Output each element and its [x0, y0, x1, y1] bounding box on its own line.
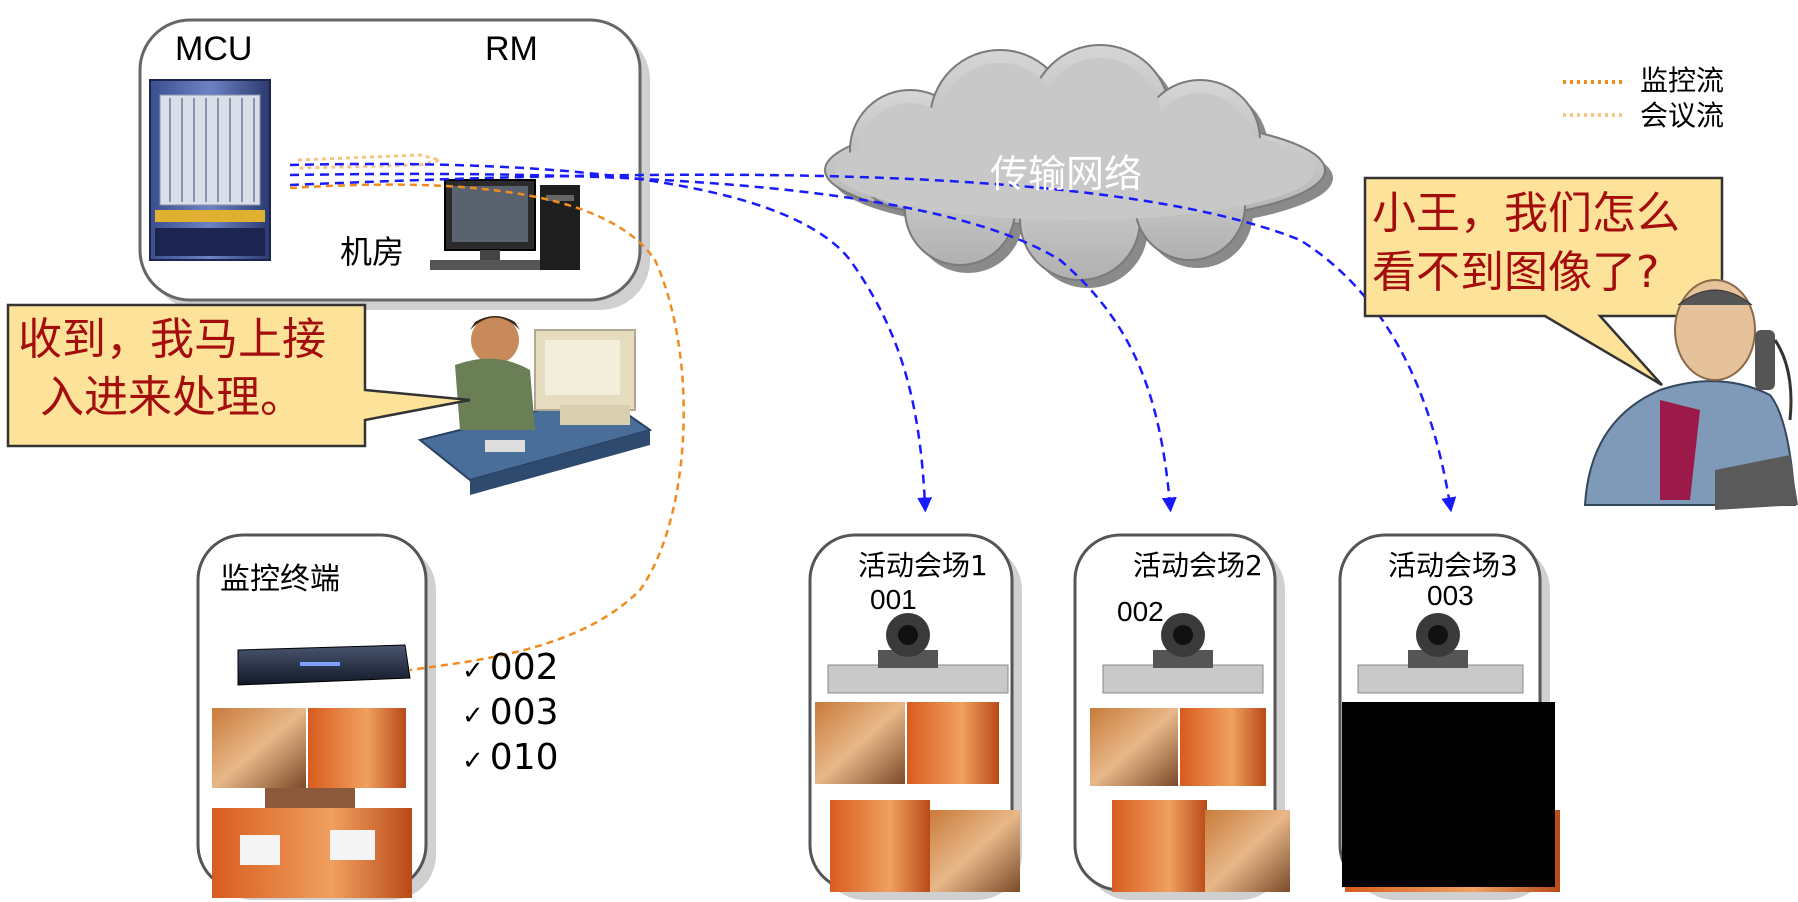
venue-panel-3	[1338, 533, 1560, 900]
venue-code-1: 001	[870, 584, 917, 615]
checked-site-item: ✓002	[462, 650, 559, 686]
venue-name-2: 活动会场2	[1133, 549, 1263, 582]
check-icon: ✓	[462, 746, 484, 776]
signal-arrows	[289, 162, 1457, 513]
conference-flow-line	[297, 153, 441, 170]
checked-site-item: ✓010	[462, 740, 559, 776]
venue-panel-1	[808, 533, 1022, 900]
cloud-icon	[824, 44, 1333, 288]
venue-code-3: 003	[1427, 580, 1474, 611]
venue-name-1: 活动会场1	[858, 549, 988, 582]
camera-icon	[827, 613, 1009, 694]
caller-icon	[1583, 279, 1798, 510]
venue-panel-2	[1073, 533, 1290, 900]
camera-icon	[1357, 613, 1524, 694]
operator-icon	[417, 316, 653, 495]
black-screen	[1342, 702, 1555, 887]
mcu-chassis-icon	[149, 79, 271, 261]
legend-label-conference: 会议流	[1640, 99, 1725, 132]
video-terminal-icon	[237, 644, 411, 686]
rm-label: RM	[485, 30, 538, 68]
network-label: 传输网络	[990, 152, 1143, 196]
user-question-line-1: 小王，我们怎么	[1372, 188, 1680, 239]
user-speech-bubble	[1363, 176, 1724, 387]
camera-icon	[1102, 613, 1264, 694]
checked-site-item: ✓003	[462, 695, 559, 731]
computer-icon	[430, 179, 580, 270]
user-question-line-2: 看不到图像了?	[1372, 247, 1660, 298]
monitor-terminal-title: 监控终端	[220, 562, 340, 597]
venue-code-2: 002	[1117, 596, 1164, 627]
legend-swatches	[1563, 80, 1625, 117]
venue-name-3: 活动会场3	[1388, 549, 1518, 582]
checked-site-code: 002	[489, 647, 559, 688]
check-icon: ✓	[462, 656, 484, 686]
operator-reply-line-1: 收到，我马上接	[18, 314, 326, 365]
checked-site-code: 010	[489, 737, 559, 778]
checked-site-code: 003	[489, 692, 559, 733]
meeting-photo-icon	[212, 708, 412, 898]
legend-label-monitor: 监控流	[1640, 64, 1725, 97]
room-label: 机房	[340, 233, 405, 271]
operator-reply-line-2: 入进来处理。	[40, 372, 304, 423]
mcu-label: MCU	[175, 30, 253, 68]
operator-speech-bubble	[6, 303, 471, 448]
check-icon: ✓	[462, 701, 484, 731]
